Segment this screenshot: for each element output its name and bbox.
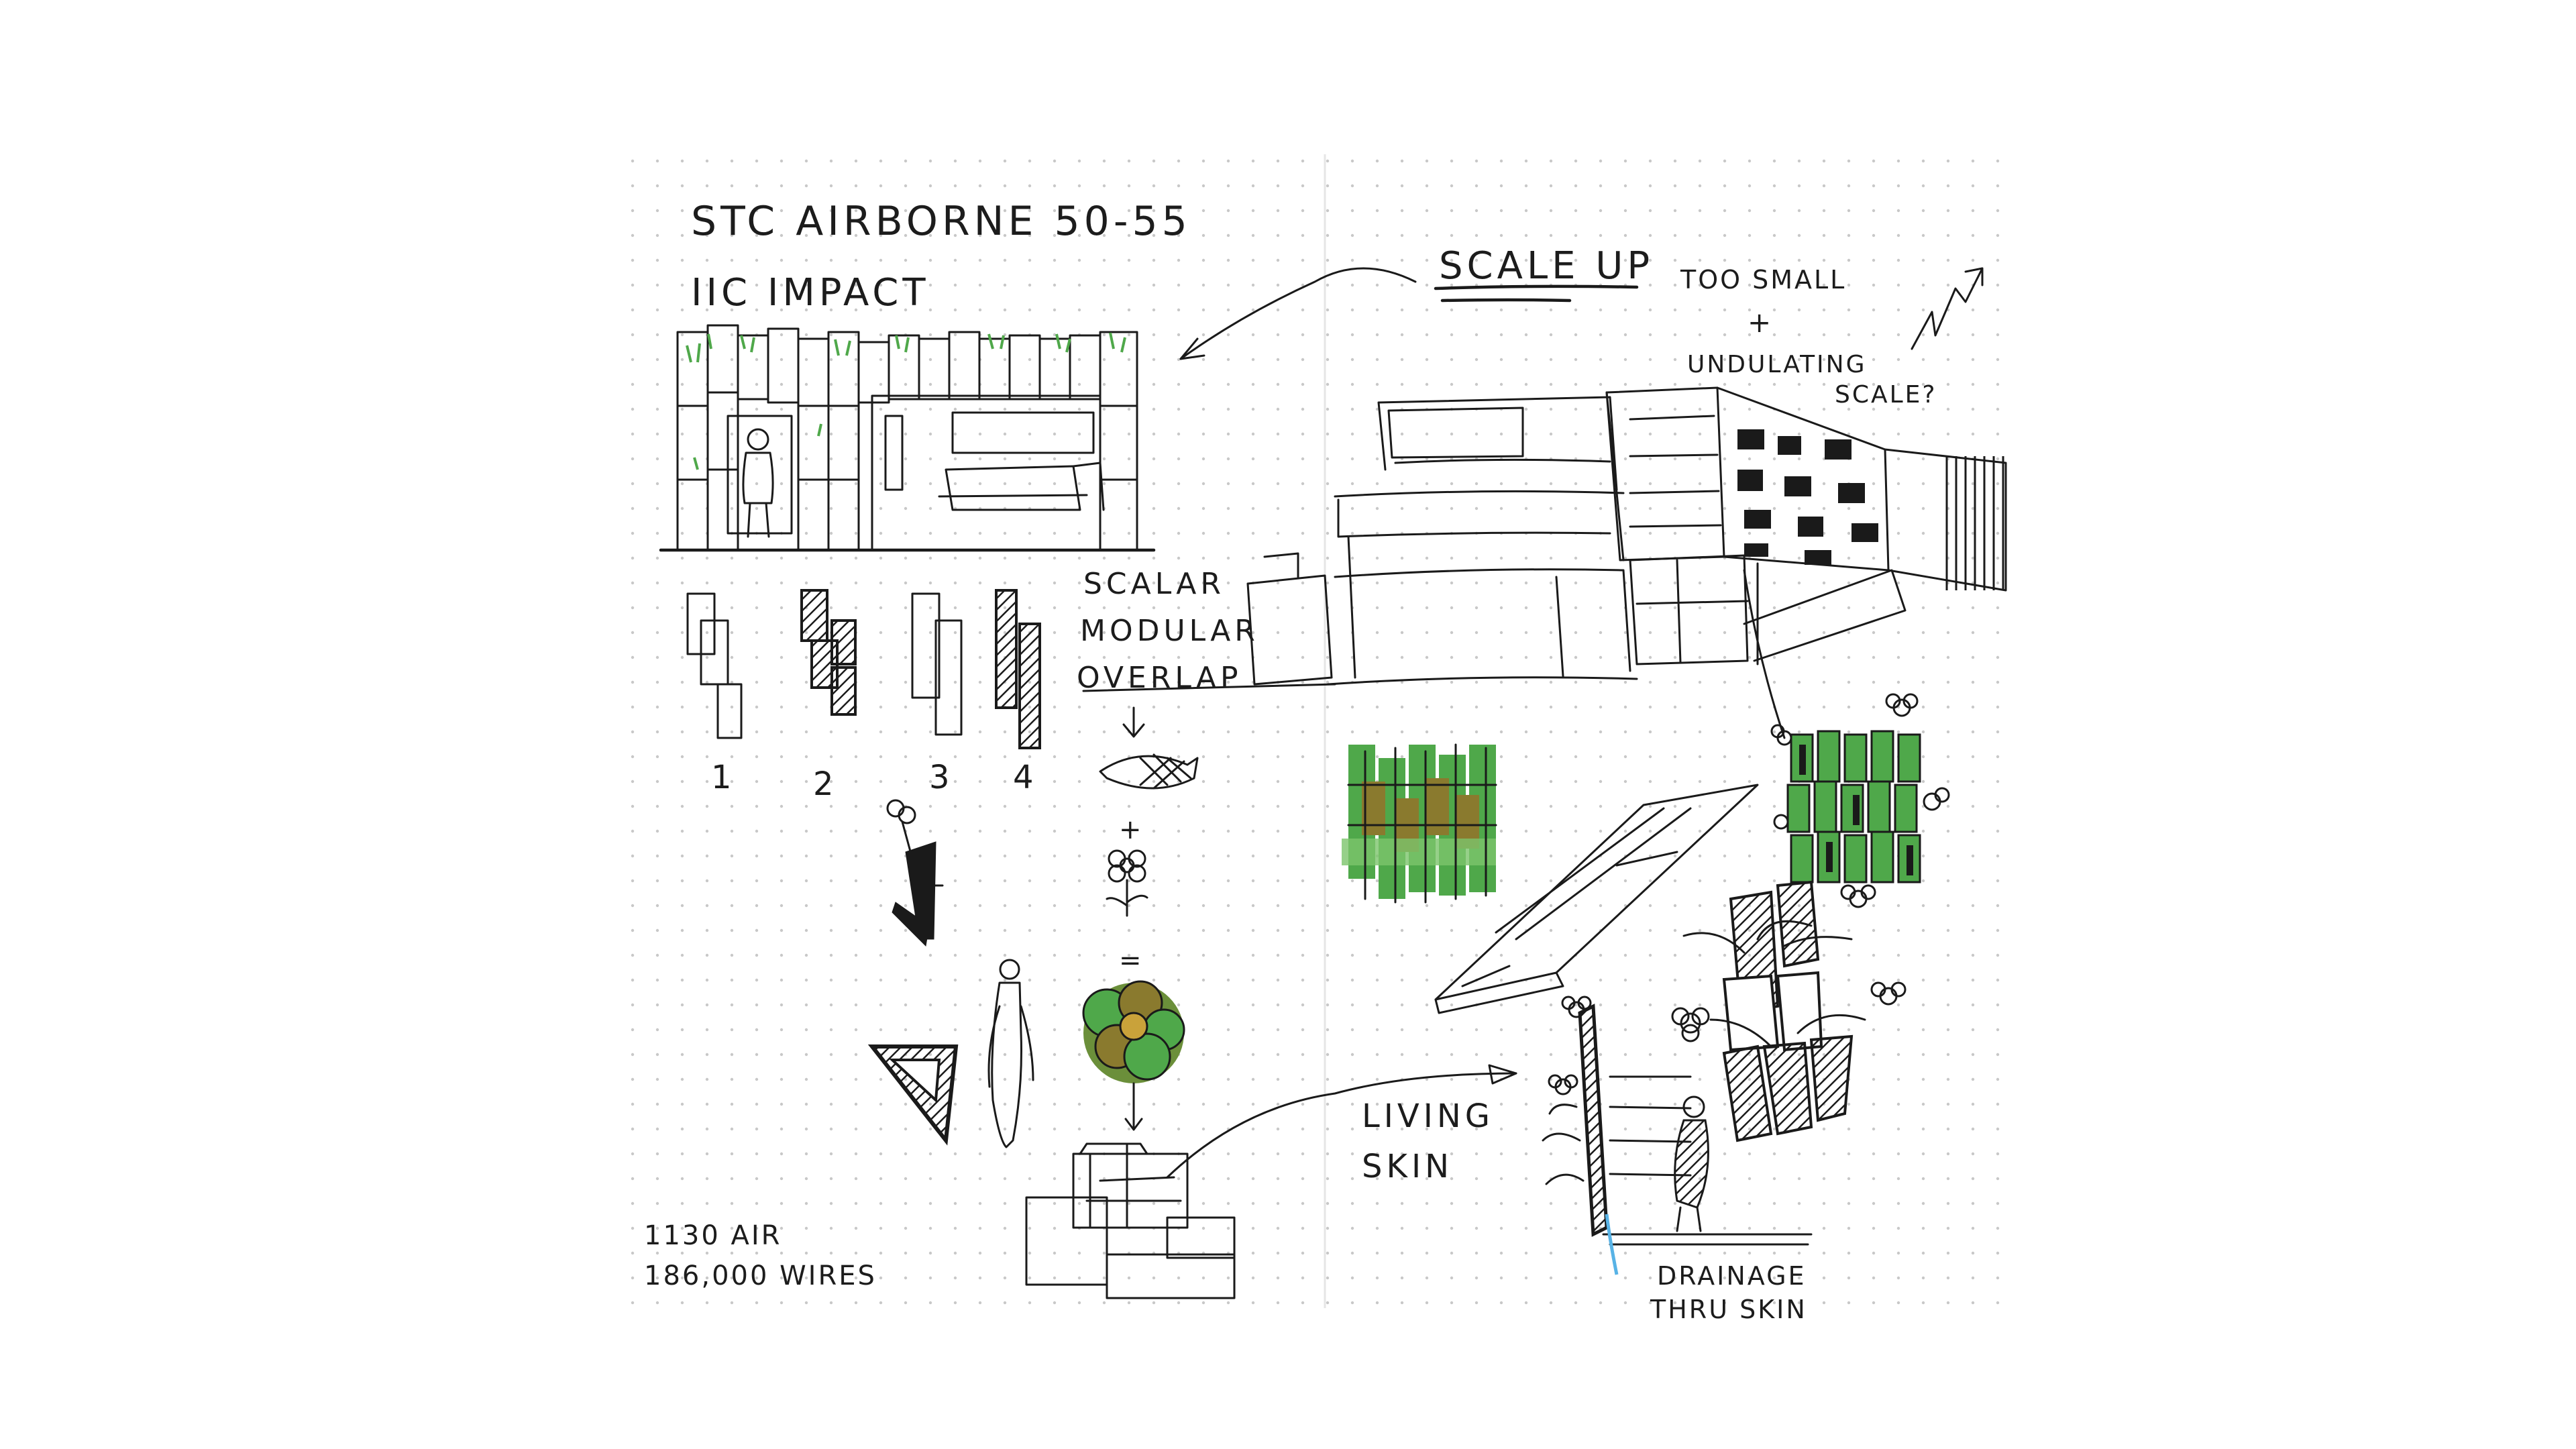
scale-up-arrow xyxy=(1179,267,1417,360)
green-module-swatch xyxy=(1342,743,1497,904)
module-number-2: 2 xyxy=(813,765,838,803)
module-option-4 xyxy=(995,589,1041,749)
note-equals: = xyxy=(1119,945,1146,976)
note-plus-2: + xyxy=(1119,814,1146,845)
note-drainage: DRAINAGE xyxy=(1657,1261,1807,1291)
note-too-small: TOO SMALL xyxy=(1680,265,1846,294)
note-plus: + xyxy=(1748,306,1775,339)
standing-figure xyxy=(987,959,1034,1148)
folded-plane-sketch xyxy=(1434,784,1759,1014)
module-option-2 xyxy=(800,589,857,716)
vertical-slats xyxy=(1939,456,2006,590)
hatched-planters xyxy=(1671,880,1907,1142)
living-skin-section xyxy=(1542,996,1813,1275)
paper-sheet xyxy=(624,154,2012,1308)
note-living: LIVING xyxy=(1362,1097,1494,1135)
section-person-figure xyxy=(1674,1095,1709,1232)
note-air-count: 1130 AIR xyxy=(644,1220,782,1251)
stem-detail-icon xyxy=(886,799,944,947)
note-scale-question: SCALE? xyxy=(1835,381,1937,409)
living-wall-elevation xyxy=(659,324,1156,552)
note-skin-text: SKIN xyxy=(1362,1148,1453,1185)
note-stc-airborne: STC AIRBORNE 50-55 xyxy=(691,198,1191,245)
module-number-1: 1 xyxy=(711,759,736,796)
note-scale-up: SCALE UP xyxy=(1439,244,1654,288)
note-wire-count: 186,000 WIRES xyxy=(644,1260,877,1291)
fish-icon xyxy=(1099,753,1199,790)
note-undulating: UNDULATING xyxy=(1687,351,1867,378)
zigzag-arrow-icon xyxy=(1911,267,1984,350)
bush-icon xyxy=(1082,980,1185,1131)
module-number-3: 3 xyxy=(929,759,954,796)
planter-stack-sketch xyxy=(1025,1142,1236,1299)
flower-icon xyxy=(1106,849,1148,917)
module-option-1 xyxy=(686,592,743,739)
note-scalar: SCALAR xyxy=(1083,567,1225,601)
person-figure xyxy=(727,415,793,538)
living-skin-leader xyxy=(1166,1072,1517,1179)
triangle-planter-icon xyxy=(867,1044,959,1146)
facade-modules xyxy=(1737,429,1878,565)
note-iic-impact: IIC IMPACT xyxy=(691,271,930,315)
note-thru-skin: THRU SKIN xyxy=(1650,1295,1807,1324)
note-modular: MODULAR xyxy=(1080,614,1259,648)
module-number-4: 4 xyxy=(1013,759,1038,796)
module-option-3 xyxy=(911,592,963,736)
green-planter-wall xyxy=(1770,693,1950,883)
